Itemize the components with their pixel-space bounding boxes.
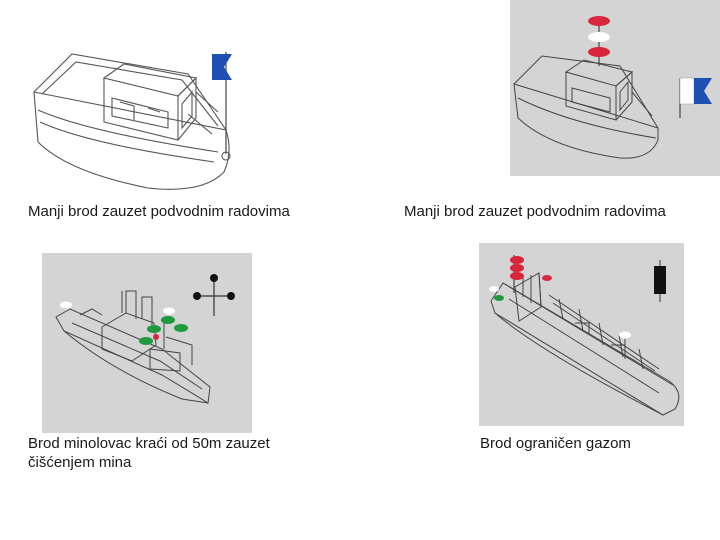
red-lights-stack-icon: [510, 256, 524, 280]
diver-flag-icon: [206, 54, 232, 80]
ball-triangle-icon: [192, 272, 238, 320]
minesweeper-panel: [42, 253, 252, 433]
caption-bottom-left: Brod minolovac kraći od 50m zauzet čišće…: [28, 435, 270, 471]
draught-vessel-panel: [479, 243, 684, 426]
caption-top-right: Manji brod zauzet podvodnim radovima: [404, 203, 666, 220]
caption-bottom-right: Brod ograničen gazom: [480, 435, 631, 452]
caption-top-left: Manji brod zauzet podvodnim radovima: [28, 203, 290, 220]
diver-flag-icon: [670, 72, 720, 120]
ball-triangle-lights-icon: [139, 316, 188, 345]
small-boat-flag-illustration: [28, 22, 260, 194]
cylinder-shape-icon: [650, 260, 670, 302]
red-white-red-lights-icon: [588, 16, 610, 57]
